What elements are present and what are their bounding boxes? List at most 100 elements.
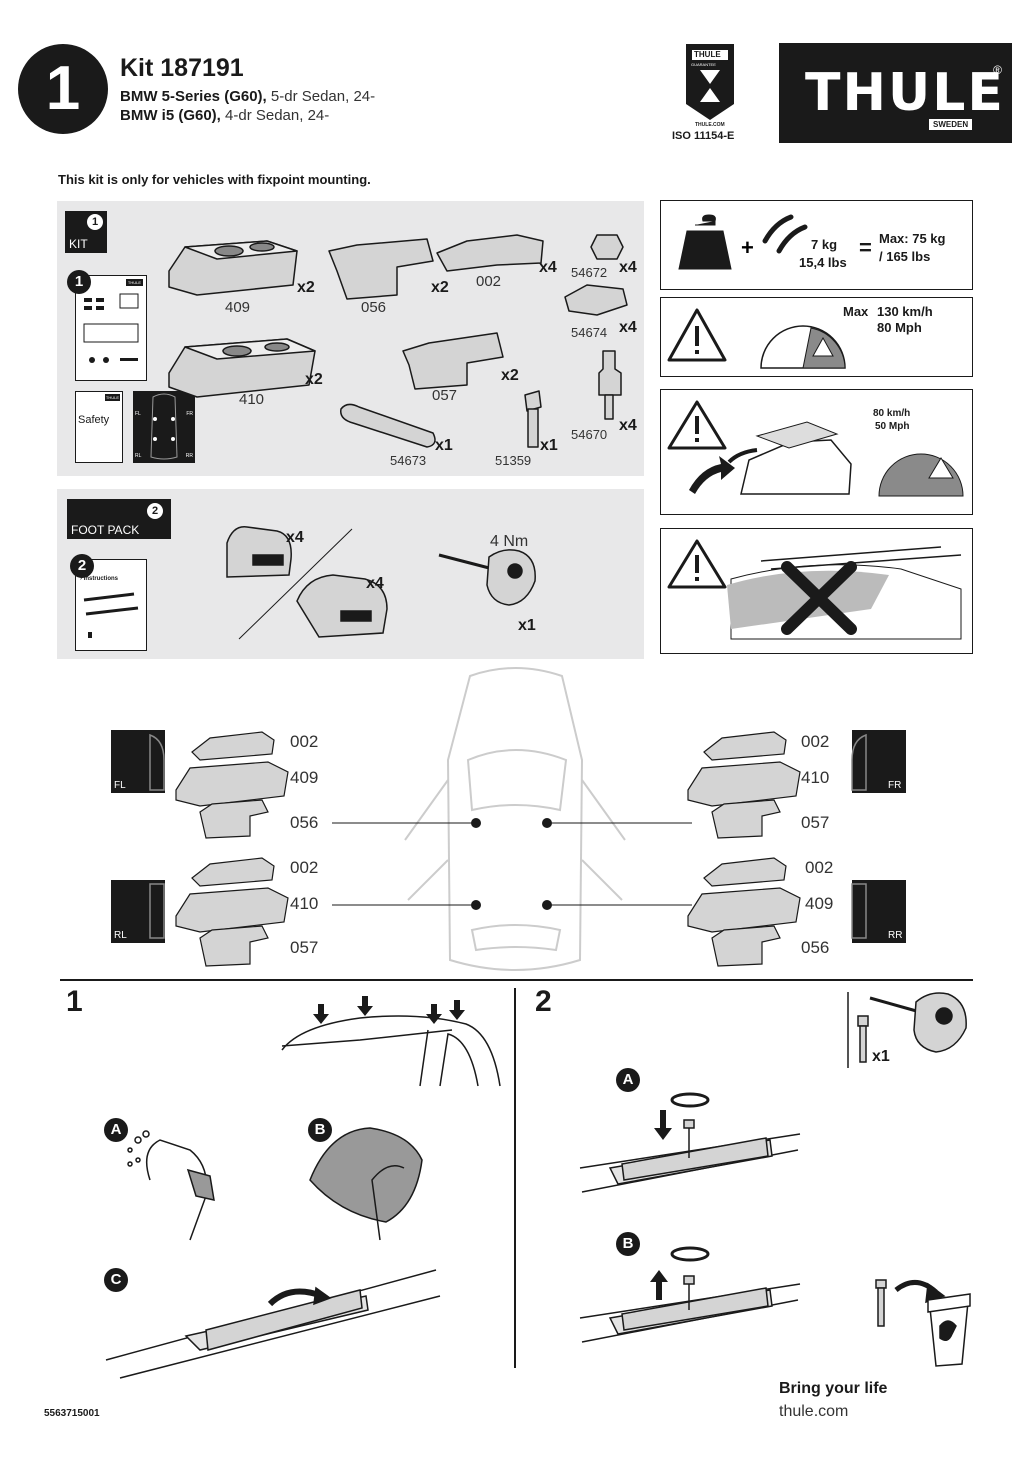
step-badge: 1 bbox=[18, 44, 108, 134]
part-54670-drawing bbox=[598, 350, 622, 396]
foot-b-qty: x4 bbox=[366, 575, 384, 592]
fr-top-code: 002 bbox=[801, 732, 830, 751]
foot-pack-panel: 2 FOOT PACK 2 › Instructions x4 x4 4 Nm … bbox=[57, 489, 644, 659]
corner-tile-fr bbox=[852, 730, 906, 793]
logo-reg: ® bbox=[993, 63, 1002, 77]
load-equals: = bbox=[859, 235, 872, 260]
step-2-number: 2 bbox=[535, 985, 552, 1018]
sunroof-warning-box bbox=[660, 528, 973, 654]
model-detail: 4-dr Sedan, 24- bbox=[220, 107, 330, 124]
guarantee-url: THULE.COM bbox=[695, 122, 725, 128]
part-54672-qty: x4 bbox=[619, 259, 637, 276]
rl-top-code: 002 bbox=[290, 858, 319, 877]
website-link[interactable]: thule.com bbox=[779, 1403, 849, 1420]
curve-icons bbox=[667, 400, 964, 497]
kit-tag-number: 1 bbox=[87, 214, 103, 230]
speed-prefix: Max bbox=[843, 304, 869, 319]
part-54674-qty: x4 bbox=[619, 319, 637, 336]
part-002-code: 002 bbox=[476, 273, 502, 290]
tile-label-fr: FR bbox=[888, 780, 902, 791]
corner-tile-rl bbox=[111, 880, 165, 943]
part-410-qty: x2 bbox=[305, 371, 323, 388]
corner-rl: RL bbox=[135, 453, 142, 459]
insert-screw-illustration bbox=[579, 1092, 801, 1193]
mount-point-fr bbox=[542, 818, 552, 828]
svg-text:+: + bbox=[741, 235, 754, 260]
model-detail: 5-dr Sedan, 24- bbox=[266, 88, 376, 105]
step2-tool-icon bbox=[847, 992, 967, 1068]
forbidden-cross-icon bbox=[781, 561, 857, 635]
foot-a-qty: x4 bbox=[286, 529, 304, 546]
model-name: BMW 5-Series (G60), bbox=[120, 88, 267, 105]
part-54670-qty: x4 bbox=[619, 417, 637, 434]
logo-word: THULE bbox=[805, 63, 1005, 123]
down-arrow-icon bbox=[654, 1110, 672, 1140]
rl-bottom-code: 057 bbox=[290, 938, 319, 957]
part-54674-code: 54674 bbox=[571, 325, 608, 340]
kit-part-drawings bbox=[168, 234, 628, 448]
part-409-qty: x2 bbox=[297, 279, 315, 296]
part-51359-code: 51359 bbox=[495, 453, 532, 468]
step-1b-marker: B bbox=[308, 1118, 332, 1142]
safety-brand: THULE bbox=[104, 394, 120, 401]
section-divider bbox=[60, 979, 973, 981]
curve-kmh: 80 km/h bbox=[873, 408, 911, 419]
load-weight: 7 kg bbox=[811, 237, 838, 252]
speed-kmh: 130 km/h bbox=[877, 304, 933, 319]
step-1a-marker: A bbox=[104, 1118, 128, 1142]
remove-screw-illustration bbox=[579, 1246, 801, 1343]
mount-point-fl bbox=[471, 818, 481, 828]
part-54672-code: 54672 bbox=[571, 265, 608, 280]
model-line-2: BMW i5 (G60), 4-dr Sedan, 24- bbox=[120, 107, 329, 124]
fl-bottom-code: 056 bbox=[290, 813, 319, 832]
safety-label: Safety bbox=[78, 414, 110, 426]
speed-icons bbox=[667, 308, 846, 369]
guarantee-shield-icon bbox=[686, 44, 734, 120]
foot-instruction-doc: 2 › Instructions bbox=[70, 554, 147, 651]
kit-instruction-doc: 1 THULE bbox=[67, 270, 147, 381]
down-arrows-icon bbox=[313, 996, 465, 1024]
mount-point-rr bbox=[542, 900, 552, 910]
foot-doc-text: › Instructions bbox=[80, 576, 119, 582]
part-056-code: 056 bbox=[361, 299, 387, 316]
fr-mid-code: 410 bbox=[801, 768, 830, 787]
foot-pack-drawings bbox=[226, 526, 536, 640]
roof-bars-icon bbox=[762, 214, 808, 254]
step-1-number: 1 bbox=[66, 985, 83, 1018]
doc-id: 5563715001 bbox=[44, 1408, 100, 1419]
up-arrow-icon bbox=[650, 1270, 668, 1300]
part-002-qty: x4 bbox=[539, 259, 557, 276]
car-top-icon bbox=[150, 393, 178, 460]
part-002-drawing bbox=[436, 234, 544, 272]
cleaning-hand-icon bbox=[127, 1130, 215, 1241]
part-410-code: 410 bbox=[239, 391, 265, 408]
kit-title: Kit 187191 bbox=[120, 54, 244, 82]
corner-tile-fl bbox=[111, 730, 165, 793]
tile-label-rl: RL bbox=[114, 930, 127, 941]
part-409-code: 409 bbox=[225, 299, 251, 316]
step-1c-marker: C bbox=[104, 1268, 128, 1292]
step-2b-marker: B bbox=[616, 1232, 640, 1256]
corner-fr: FR bbox=[186, 411, 193, 417]
fl-mid-code: 409 bbox=[290, 768, 319, 787]
wiping-cloth-icon bbox=[309, 1127, 423, 1241]
part-51359-qty: x1 bbox=[540, 437, 558, 454]
position-chart-thumbnail: FL FR RL RR bbox=[133, 391, 195, 463]
part-54672-drawing bbox=[590, 234, 624, 260]
logo-sub: SWEDEN bbox=[929, 119, 973, 130]
guarantee-sub: GUARANTEE bbox=[691, 62, 716, 67]
part-056-qty: x2 bbox=[431, 279, 449, 296]
fl-top-code: 002 bbox=[290, 732, 319, 751]
foot-tag-number: 2 bbox=[147, 503, 163, 519]
fixpoint-notice: This kit is only for vehicles with fixpo… bbox=[58, 172, 371, 187]
iso-label: ISO 11154-E bbox=[672, 130, 735, 142]
foot-tag-label: FOOT PACK bbox=[71, 523, 140, 537]
part-056-drawing bbox=[328, 238, 434, 300]
fr-bottom-code: 057 bbox=[801, 813, 830, 832]
part-54673-qty: x1 bbox=[435, 437, 453, 454]
speed-limit-box: Max 130 km/h 80 Mph bbox=[660, 297, 973, 377]
car-outline-icon bbox=[404, 667, 626, 971]
wind-arrow-icon bbox=[689, 456, 735, 494]
